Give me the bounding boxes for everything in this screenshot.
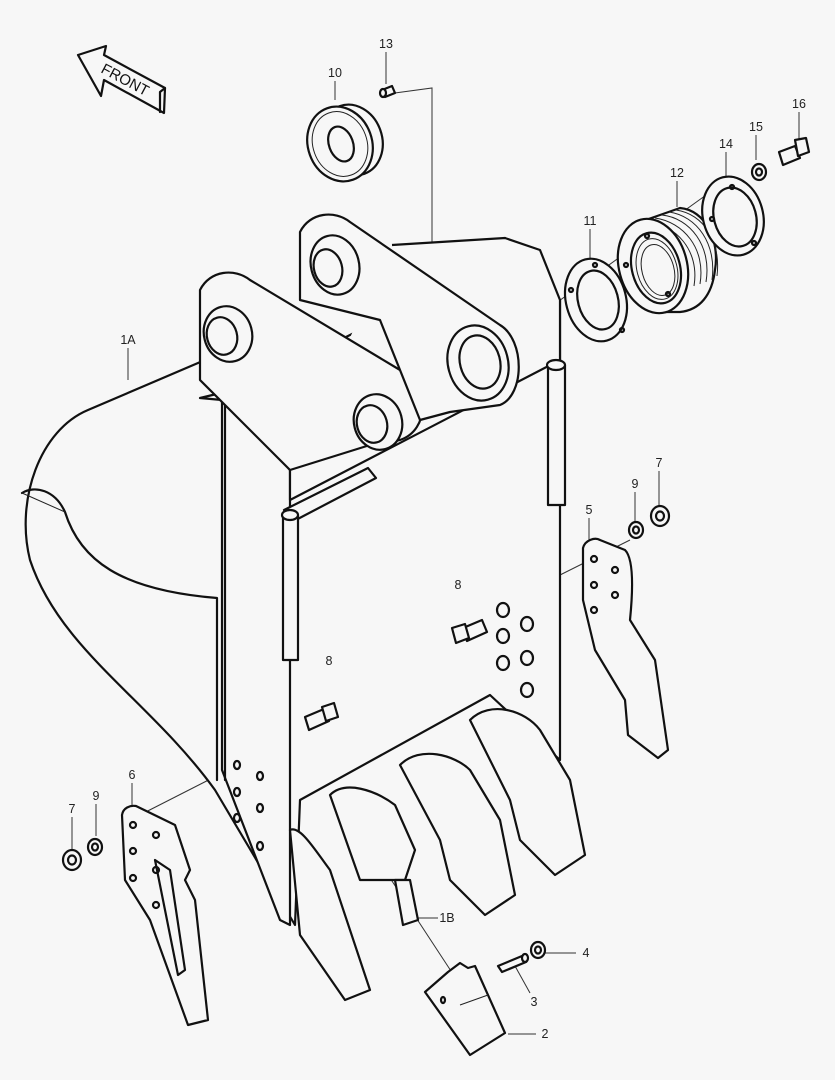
callout-7-right: 7 [655,455,663,470]
part-5-side-cutter-right [581,537,670,760]
part-7-nut-left [61,848,83,872]
part-14-plate [701,175,765,257]
part-3-pin [496,952,530,974]
part-9-washer-left [86,837,104,857]
part-15-washer [750,162,768,182]
part-1a-bucket-body [20,213,567,927]
callout-5: 5 [585,502,593,517]
callout-1b: 1B [439,910,455,925]
callout-9-right: 9 [631,476,639,491]
callout-7-left: 7 [68,801,76,816]
callout-10: 10 [328,65,342,80]
part-12-threaded-sleeve [616,206,719,315]
callout-12: 12 [670,165,684,180]
callout-6: 6 [128,767,136,782]
part-7-nut-right [649,504,671,528]
part-1b-tooth-adapters [288,708,587,1002]
callout-2: 2 [541,1026,549,1041]
part-10-bushing [306,103,384,183]
part-16-bolt [777,136,811,167]
part-13-pin [378,84,397,99]
callout-1a: 1A [120,332,136,347]
part-8-bolt-upper [450,618,489,645]
callout-16: 16 [792,96,806,111]
callout-14: 14 [719,136,733,151]
part-6-side-cutter-left [120,804,210,1027]
callout-15: 15 [749,119,763,134]
part-2-tooth-point [423,961,507,1057]
callout-9-left: 9 [92,788,100,803]
callout-4: 4 [582,945,590,960]
callout-3: 3 [530,994,538,1009]
callout-13: 13 [379,36,393,51]
part-11-shim [563,257,629,343]
callout-8-lower: 8 [325,653,333,668]
callout-8-upper: 8 [454,577,462,592]
part-8-bolt-lower [303,701,340,732]
part-9-washer-right [627,520,645,540]
part-4-retainer [529,940,547,960]
front-arrow-icon: FRONT [76,44,167,115]
callout-11: 11 [583,213,597,228]
